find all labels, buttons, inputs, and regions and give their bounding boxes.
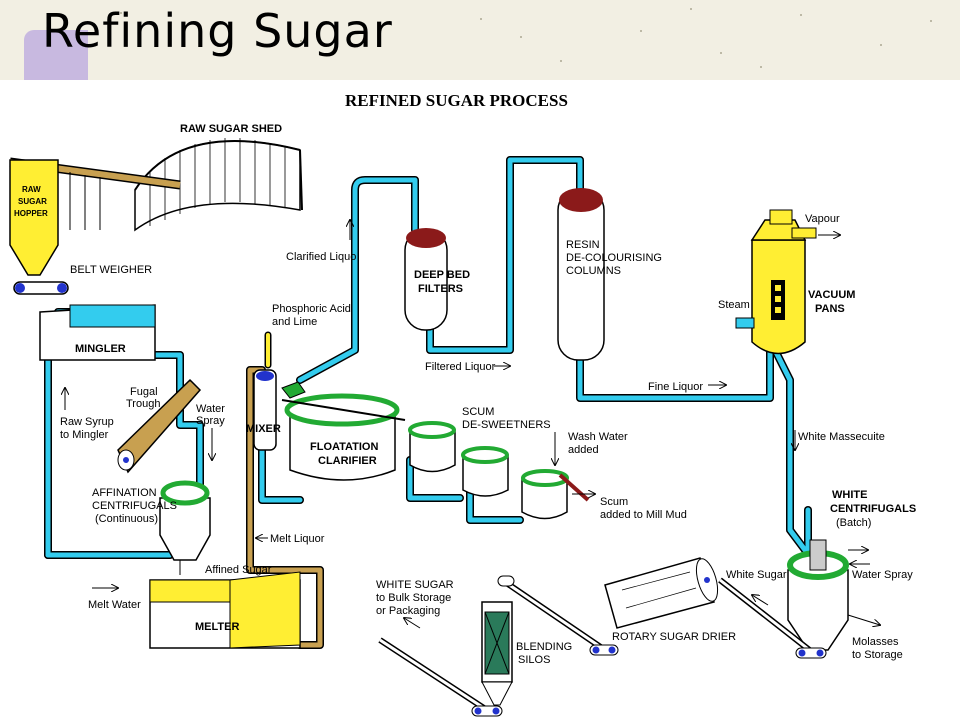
floatation-clarifier	[281, 381, 406, 481]
white-cent-label-3: (Batch)	[836, 517, 871, 529]
title-accent-tab	[24, 30, 88, 80]
pipe-network	[44, 156, 812, 649]
slide-title: Refining Sugar	[42, 4, 393, 58]
white-sugar-label: White Sugar	[726, 569, 787, 581]
melt-liquor-label: Melt Liquor	[270, 533, 325, 545]
resin-columns	[557, 188, 605, 361]
rotary-sugar-drier	[604, 557, 719, 629]
white-bulk-label-3: or Packaging	[376, 605, 440, 617]
water-spray-label-1: Water	[196, 403, 225, 415]
vapour-label: Vapour	[805, 213, 840, 225]
water-spray-label-2: Spray	[196, 415, 225, 427]
affination-label-2: CENTRIFUGALS	[92, 500, 177, 512]
diagram-heading: REFINED SUGAR PROCESS	[345, 91, 568, 110]
rotary-drier-label: ROTARY SUGAR DRIER	[612, 631, 736, 643]
fugal-trough	[117, 378, 202, 474]
white-sugar-conveyor	[718, 577, 827, 659]
phosphoric-label-1: Phosphoric Acid	[272, 303, 351, 315]
raw-syrup-label-2: to Mingler	[60, 429, 109, 441]
scum-mud-label-1: Scum	[600, 496, 628, 508]
slide-header: Refining Sugar	[0, 0, 960, 80]
affination-centrifugal	[159, 480, 211, 575]
process-diagram-svg: REFINED SUGAR PROCESS	[9, 91, 916, 717]
fugal-label-2: Trough	[126, 398, 160, 410]
hopper-label-1: RAW	[22, 185, 41, 194]
scum-label-2: DE-SWEETNERS	[462, 419, 551, 431]
raw-sugar-shed-label: RAW SUGAR SHED	[180, 123, 282, 135]
molasses-label-2: to Storage	[852, 649, 903, 661]
steam-label: Steam	[718, 299, 750, 311]
resin-label-2: DE-COLOURISING	[566, 252, 662, 264]
floatation-label-1: FLOATATION	[310, 441, 378, 453]
hopper-label-2: SUGAR	[18, 197, 47, 206]
melter	[149, 571, 301, 649]
melt-water-label: Melt Water	[88, 599, 141, 611]
filtered-liquor-label: Filtered Liquor	[425, 361, 496, 373]
belt-weigher	[13, 281, 69, 295]
resin-label-3: COLUMNS	[566, 265, 621, 277]
fine-liquor-label: Fine Liquor	[648, 381, 703, 393]
phosphoric-label-2: and Lime	[272, 316, 317, 328]
mingler	[39, 304, 156, 361]
raw-sugar-hopper	[9, 159, 59, 276]
vacuum-label-1: VACUUM	[808, 289, 855, 301]
white-bulk-label-1: WHITE SUGAR	[376, 579, 454, 591]
melter-label: MELTER	[195, 621, 239, 633]
blending-label-1: BLENDING	[516, 641, 572, 653]
deep-bed-filters	[404, 228, 448, 331]
white-bulk-label-2: to Bulk Storage	[376, 592, 451, 604]
white-centrifugals	[787, 539, 849, 651]
vacuum-pans	[735, 209, 817, 355]
mixer	[253, 369, 277, 451]
belt-weigher-label: BELT WEIGHER	[70, 264, 152, 276]
wash-water-label-1: Wash Water	[568, 431, 628, 443]
fugal-label-1: Fugal	[130, 386, 158, 398]
drier-to-silo-conveyor	[497, 575, 619, 656]
process-diagram: REFINED SUGAR PROCESS	[0, 80, 960, 720]
raw-syrup-label-1: Raw Syrup	[60, 416, 114, 428]
clarified-liquor-label: Clarified Liquo	[286, 251, 356, 263]
floatation-label-2: CLARIFIER	[318, 455, 377, 467]
mingler-label: MINGLER	[75, 343, 126, 355]
wash-water-label-2: added	[568, 444, 599, 456]
white-cent-label-2: CENTRIFUGALS	[830, 503, 916, 515]
white-massecuite-label: White Massecuite	[798, 431, 885, 443]
white-cent-label-1: WHITE	[832, 489, 867, 501]
scum-desweetners	[408, 421, 590, 520]
scum-label-1: SCUM	[462, 406, 494, 418]
blending-silos	[481, 601, 513, 706]
hopper-label-3: HOPPER	[14, 209, 48, 218]
vacuum-label-2: PANS	[815, 303, 845, 315]
affination-label-3: (Continuous)	[95, 513, 158, 525]
molasses-label-1: Molasses	[852, 636, 899, 648]
bulk-storage-conveyor	[378, 637, 503, 717]
deep-bed-label-2: FILTERS	[418, 283, 463, 295]
mixer-label: MIXER	[246, 423, 281, 435]
affined-sugar-label: Affined Sugar	[205, 564, 272, 576]
water-spray-white-label: Water Spray	[852, 569, 913, 581]
affination-label-1: AFFINATION	[92, 487, 157, 499]
blending-label-2: SILOS	[518, 654, 550, 666]
deep-bed-label-1: DEEP BED	[414, 269, 470, 281]
scum-mud-label-2: added to Mill Mud	[600, 509, 687, 521]
raw-sugar-shed	[134, 138, 303, 232]
resin-label-1: RESIN	[566, 239, 600, 251]
